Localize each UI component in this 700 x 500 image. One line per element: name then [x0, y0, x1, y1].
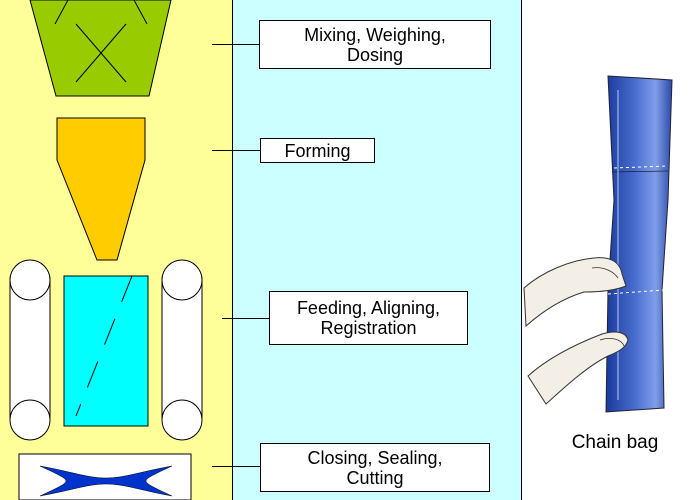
connector-mixing [212, 44, 259, 45]
panel-divider-left [232, 0, 233, 500]
step-mixing-line2: Dosing [260, 45, 490, 65]
step-mixing-line1: Mixing, Weighing, [260, 25, 490, 45]
step-forming-label: Forming [260, 138, 375, 163]
forming-funnel-icon [55, 116, 147, 264]
chain-bag-caption: Chain bag [540, 432, 690, 454]
step-mixing-label: Mixing, Weighing, Dosing [259, 20, 491, 69]
sealing-cutter-icon [18, 452, 193, 500]
process-steps-panel [232, 0, 522, 500]
step-closing-line1: Closing, Sealing, [261, 448, 489, 468]
step-feeding-line1: Feeding, Aligning, [270, 298, 467, 318]
connector-forming [212, 150, 260, 151]
chain-bag-image [522, 40, 700, 420]
step-forming-line1: Forming [261, 141, 374, 161]
mixing-hopper-icon [28, 0, 173, 100]
step-closing-label: Closing, Sealing, Cutting [260, 443, 490, 492]
step-closing-line2: Cutting [261, 468, 489, 488]
connector-closing [212, 466, 260, 467]
step-feeding-label: Feeding, Aligning, Registration [269, 291, 468, 345]
step-feeding-line2: Registration [270, 318, 467, 338]
feeding-rollers-icon [4, 258, 214, 448]
connector-feeding [222, 318, 269, 319]
